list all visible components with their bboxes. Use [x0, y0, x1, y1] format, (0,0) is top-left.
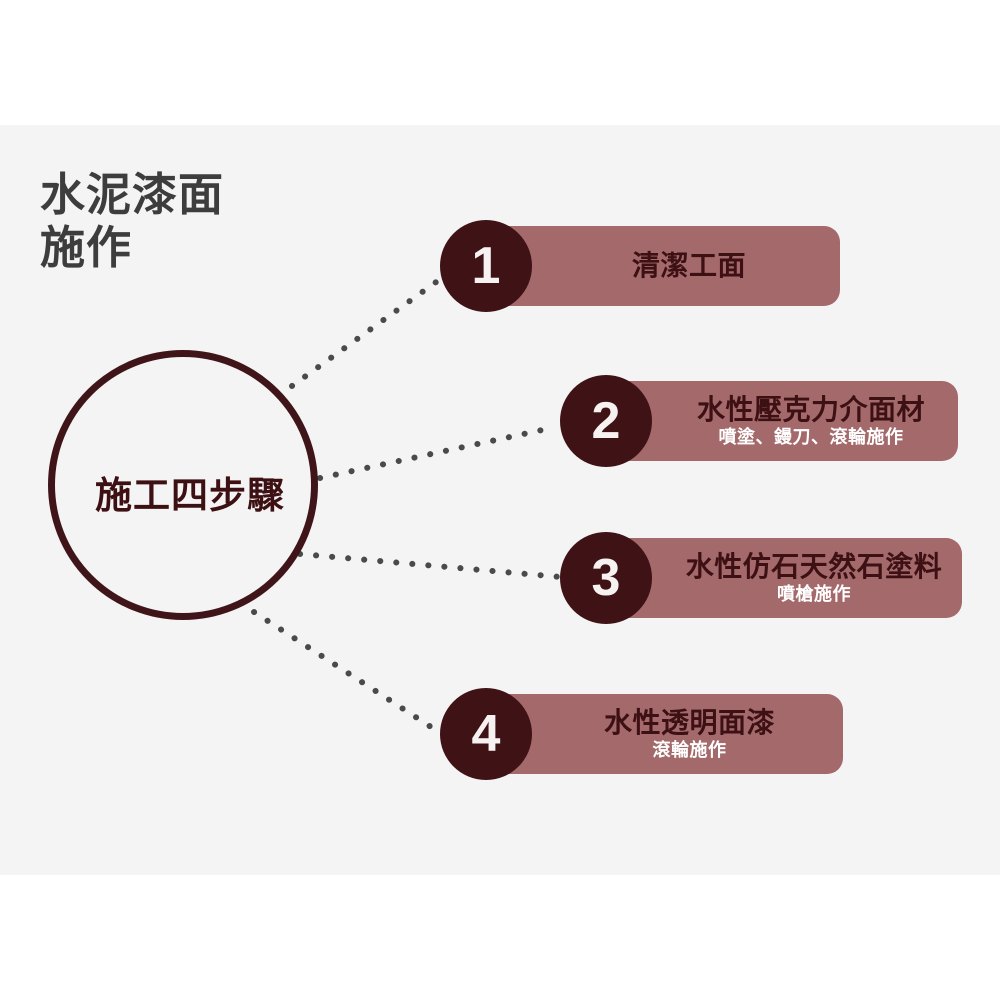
step-text-4: 水性透明面漆 滾輪施作	[492, 707, 843, 762]
step-title-2: 水性壓克力介面材	[696, 393, 925, 425]
step-text-2: 水性壓克力介面材 噴塗、鏝刀、滾輪施作	[612, 394, 958, 449]
step-row-3[interactable]: 水性仿石天然石塗料 噴槍施作 3	[560, 532, 962, 624]
step-subtitle-4: 滾輪施作	[652, 739, 727, 760]
step-badge-4: 4	[440, 688, 532, 780]
hub-label: 施工四步驟	[95, 475, 285, 516]
step-bar-3: 水性仿石天然石塗料 噴槍施作	[612, 538, 962, 618]
step-bar-2: 水性壓克力介面材 噴塗、鏝刀、滾輪施作	[612, 381, 958, 461]
step-row-4[interactable]: 水性透明面漆 滾輪施作 4	[440, 688, 843, 780]
step-text-3: 水性仿石天然石塗料 噴槍施作	[612, 551, 962, 606]
step-bar-4: 水性透明面漆 滾輪施作	[492, 694, 843, 774]
step-row-1[interactable]: 清潔工面 1	[440, 220, 840, 312]
step-badge-3: 3	[560, 532, 652, 624]
step-row-2[interactable]: 水性壓克力介面材 噴塗、鏝刀、滾輪施作 2	[560, 375, 958, 467]
step-subtitle-2: 噴塗、鏝刀、滾輪施作	[718, 426, 904, 447]
step-title-4: 水性透明面漆	[603, 706, 775, 738]
step-bar-1: 清潔工面	[492, 226, 840, 306]
step-badge-1: 1	[440, 220, 532, 312]
step-badge-2: 2	[560, 375, 652, 467]
step-title-1: 清潔工面	[631, 250, 746, 282]
step-title-3: 水性仿石天然石塗料	[685, 550, 943, 582]
step-text-1: 清潔工面	[492, 250, 840, 281]
hub-circle: 施工四步驟	[48, 350, 318, 620]
page-title: 水泥漆面 施作	[40, 169, 225, 274]
step-subtitle-3: 噴槍施作	[777, 583, 851, 604]
